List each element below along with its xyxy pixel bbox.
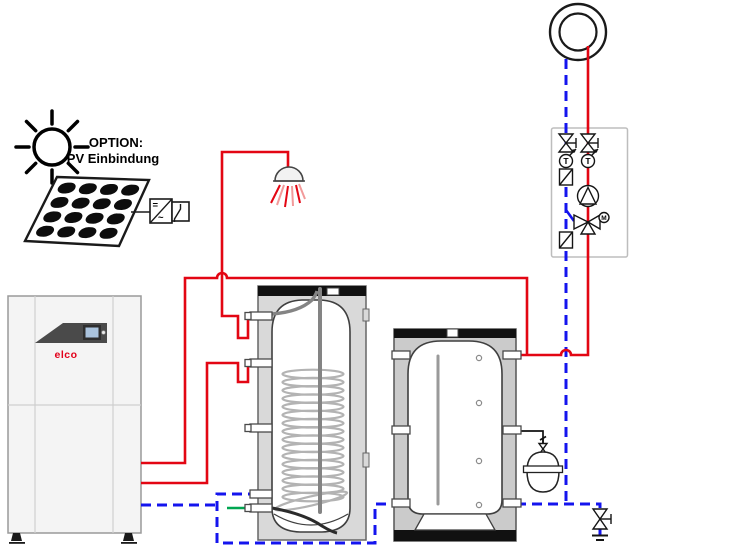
option-label-line2: PV Einbindung — [67, 151, 159, 166]
dhw-connectors — [244, 311, 273, 513]
shutoff-valve-icon — [557, 133, 577, 153]
dhw-inner-vessel — [271, 299, 351, 533]
balancing-valve-icon — [558, 168, 574, 186]
shower-icon — [270, 166, 306, 208]
svg-text:M: M — [601, 215, 606, 222]
heat-pump-brand: elco — [54, 349, 77, 361]
pump-icon — [576, 184, 600, 208]
thermometer-icon: T — [558, 148, 577, 169]
shutoff-valve-icon — [579, 133, 599, 153]
buffer-tank — [393, 328, 517, 542]
svg-text:T: T — [585, 156, 591, 166]
inverter-dc-label: = — [153, 200, 159, 211]
heat-pump-feet — [9, 533, 137, 544]
option-label-line1: OPTION: — [89, 135, 143, 150]
expansion-vessel-icon — [522, 435, 564, 493]
dhw-outlet-dip-pipe — [271, 290, 319, 316]
pump-group: T T M — [557, 133, 610, 249]
heat-pump-unit: elco — [7, 295, 142, 544]
buffer-inner-vessel — [407, 340, 503, 515]
control-button — [101, 330, 106, 335]
sun-icon — [14, 109, 90, 185]
pv-panel-icon — [23, 175, 151, 248]
balancing-valve-icon — [558, 231, 574, 249]
thermometer-icon: T — [580, 148, 599, 169]
heating-circuit-icon — [548, 2, 608, 62]
inverter-icon: = ~ — [149, 198, 190, 224]
buffer-sensor-wells — [475, 354, 483, 509]
inverter-ac-label: ~ — [158, 213, 164, 224]
svg-text:T: T — [563, 156, 569, 166]
dhw-inlet-pipe — [271, 506, 338, 535]
drain-valve-icon — [591, 508, 612, 541]
switch-contact-icon — [173, 204, 182, 222]
mixing-valve-icon: M — [573, 211, 610, 235]
return-pipes — [141, 59, 602, 545]
pv-option: OPTION: PV Einbindung — [14, 109, 190, 248]
dhw-tank — [257, 285, 370, 541]
buffer-connectors — [391, 350, 522, 508]
